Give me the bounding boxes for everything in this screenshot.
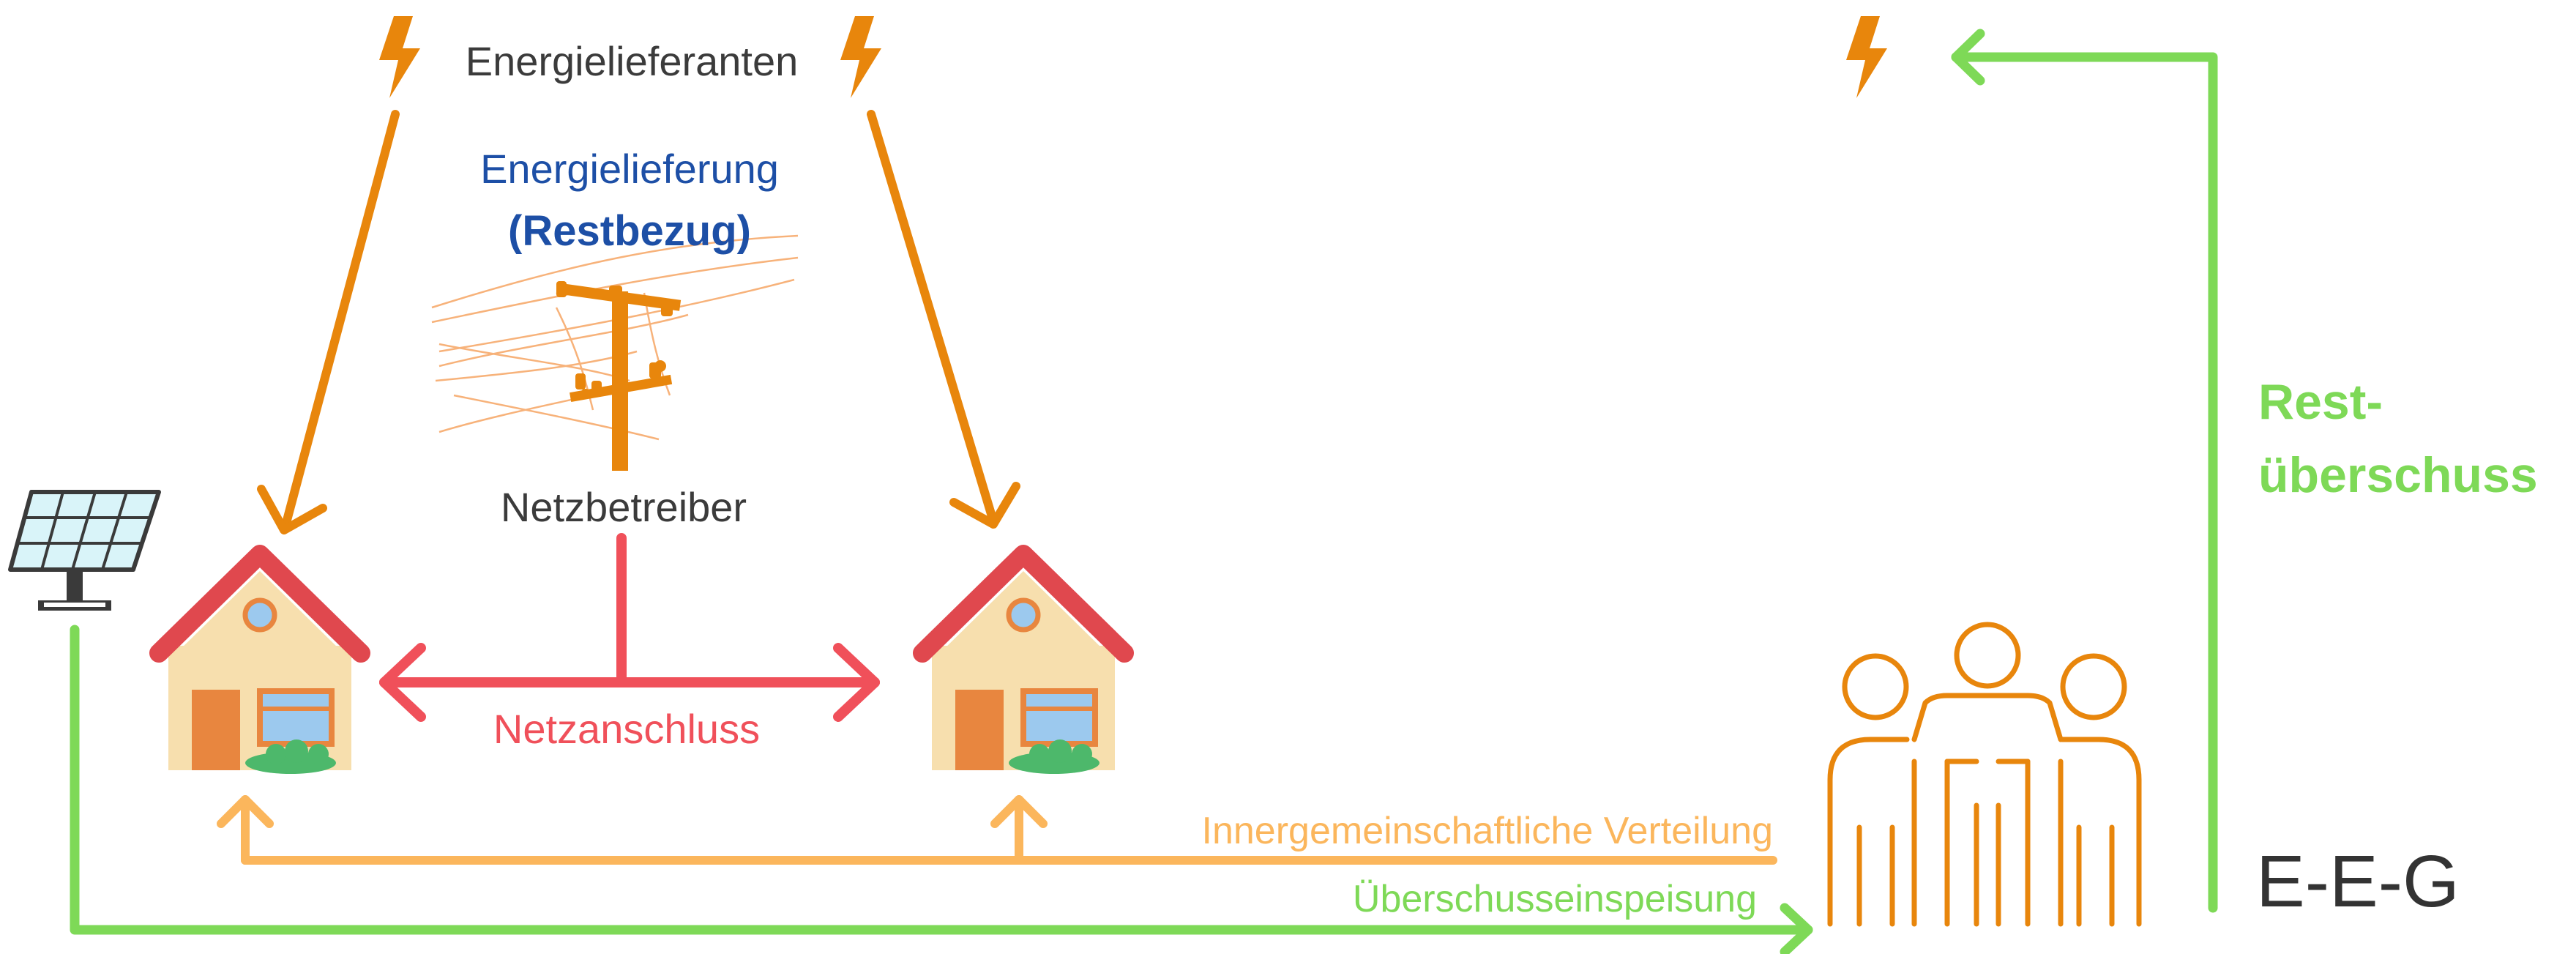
- remaining-surplus-label-line2: überschuss: [2258, 447, 2538, 503]
- supplier-arrow-right: [871, 114, 1016, 524]
- internal-distribution-label: Innergemeinschaftliche Verteilung: [1202, 810, 1773, 852]
- lightning-bolt-icon: [379, 16, 420, 98]
- community-label: E-E-G: [2256, 841, 2460, 923]
- remaining-surplus-arrow: [1956, 34, 2213, 908]
- energy-delivery-label: Energielieferung: [480, 146, 779, 192]
- house-icon: [159, 554, 361, 774]
- grid-operator-label: Netzbetreiber: [501, 484, 747, 530]
- house-icon: [922, 554, 1124, 774]
- surplus-feed-in-label: Überschusseinspeisung: [1353, 878, 1757, 920]
- lightning-bolt-icon: [1846, 16, 1887, 98]
- energy-suppliers-label: Energielieferanten: [466, 38, 799, 84]
- lightning-bolt-icon: [840, 16, 881, 98]
- grid-connection-label: Netzanschluss: [493, 706, 760, 752]
- residual-supply-label: (Restbezug): [508, 207, 751, 255]
- solar-panel-icon: [10, 492, 159, 611]
- supplier-arrow-left: [261, 114, 395, 530]
- remaining-surplus-label-line1: Rest-: [2258, 374, 2383, 430]
- power-pole-icon: [432, 236, 798, 471]
- grid-connection-arrow: [384, 538, 875, 717]
- people-group-icon: [1830, 625, 2139, 924]
